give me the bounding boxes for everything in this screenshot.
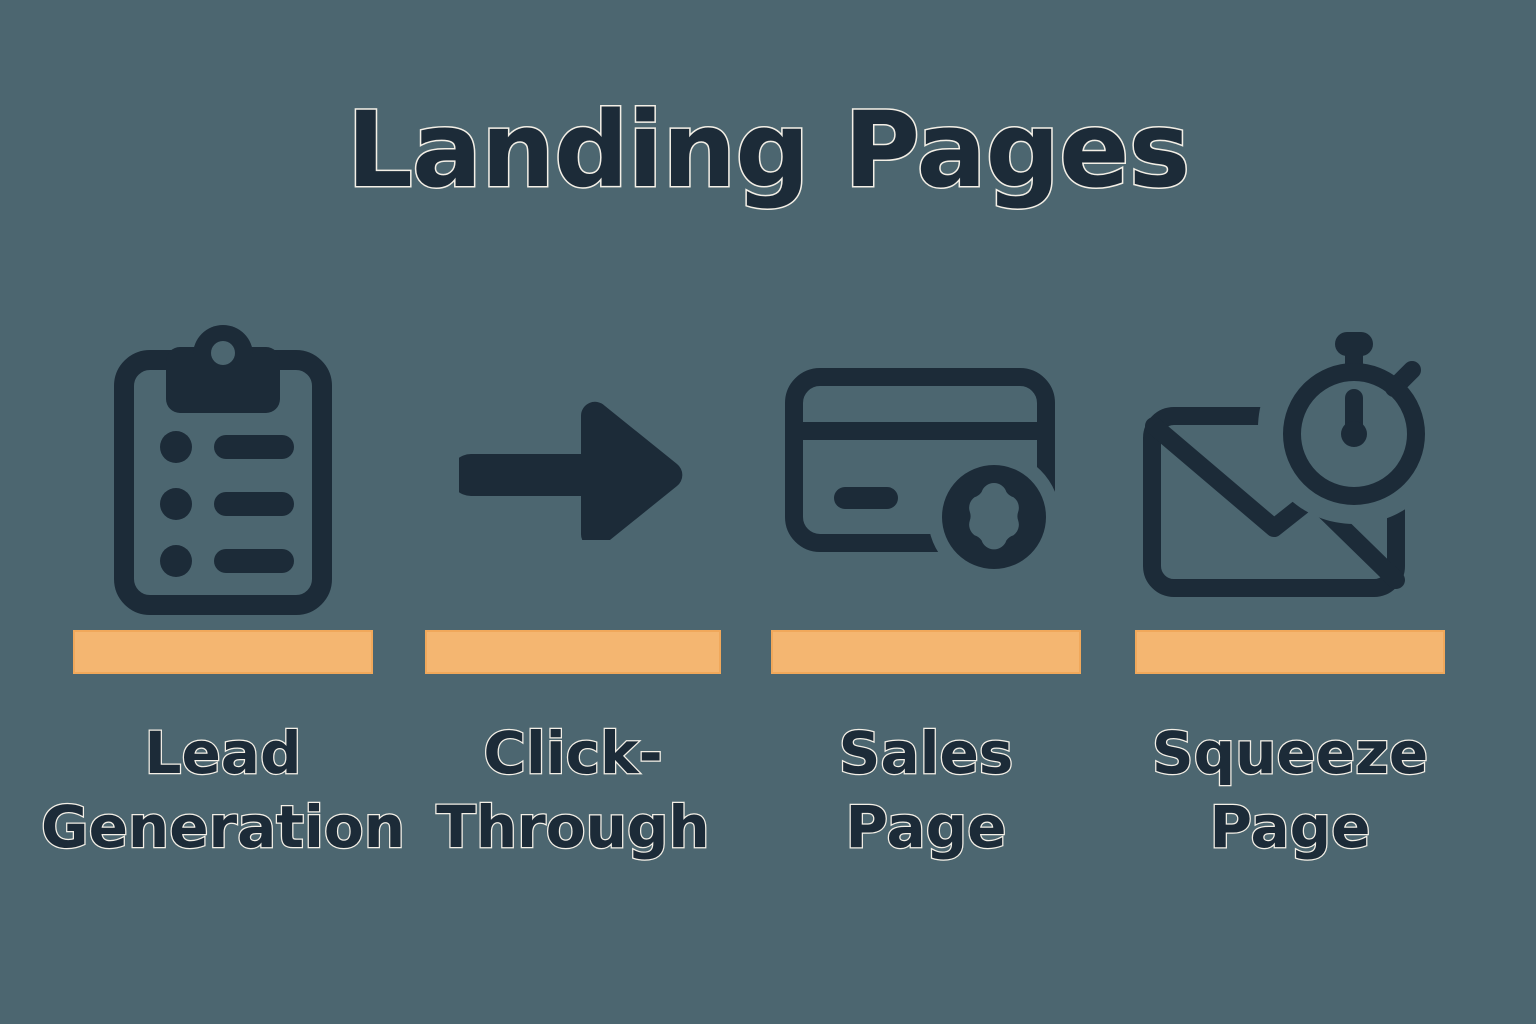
accent-bar: [425, 630, 721, 674]
accent-bar: [1135, 630, 1445, 674]
accent-bar: [73, 630, 373, 674]
arrow-right-icon: [459, 401, 683, 540]
icon-slot: [752, 310, 1100, 630]
item-label: Squeeze Page: [1151, 718, 1430, 863]
icon-slot: [49, 310, 397, 630]
item-label: Lead Generation: [40, 718, 407, 863]
envelope-stopwatch-icon: [1143, 332, 1425, 597]
icon-slot: [1116, 310, 1464, 630]
item-click-through: Click- Through: [399, 310, 747, 864]
item-label: Sales Page: [837, 718, 1014, 863]
item-label: Click- Through: [435, 718, 711, 863]
item-sales-page: Sales Page: [752, 310, 1100, 864]
credit-card-badge-icon: [785, 368, 1055, 569]
accent-bar: [771, 630, 1081, 674]
item-lead-generation: Lead Generation: [40, 310, 406, 864]
clipboard-checklist-icon: [114, 325, 332, 615]
icon-slot: [399, 310, 747, 630]
page-title: Landing Pages: [345, 89, 1192, 211]
item-squeeze-page: Squeeze Page: [1116, 310, 1464, 864]
